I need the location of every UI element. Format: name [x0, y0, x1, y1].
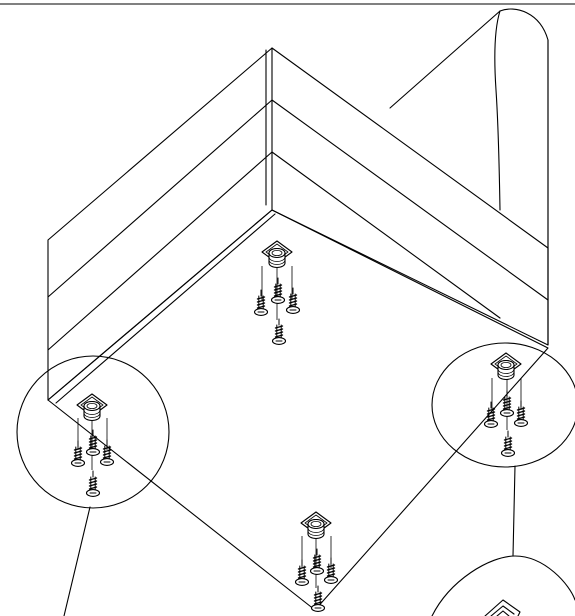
screw-4	[85, 470, 101, 497]
screw-1	[294, 559, 310, 587]
screw-4	[500, 430, 516, 457]
screw-2	[85, 429, 101, 456]
screw-2	[270, 277, 286, 304]
screw-1	[483, 401, 499, 428]
mount-plate	[76, 393, 108, 422]
screw-3	[285, 287, 301, 314]
screw-3	[513, 400, 529, 427]
screw-3	[99, 439, 115, 466]
sofa-section	[47, 8, 549, 611]
detail-callout-left	[16, 355, 170, 616]
leg-mount-front	[294, 511, 339, 613]
screw-1	[253, 289, 269, 316]
detail-callout-right	[431, 342, 575, 616]
screw-1	[70, 440, 86, 467]
screw-4	[310, 585, 326, 613]
mount-plate	[490, 352, 522, 381]
leg-mount-right	[483, 352, 529, 457]
leg-mount-front-left	[70, 393, 115, 497]
mount-plate	[261, 240, 293, 269]
leg-mount-back	[253, 240, 301, 345]
screw-3	[323, 557, 339, 585]
screw-4	[271, 318, 287, 345]
screw-2	[309, 548, 325, 576]
mount-plate	[300, 511, 332, 540]
